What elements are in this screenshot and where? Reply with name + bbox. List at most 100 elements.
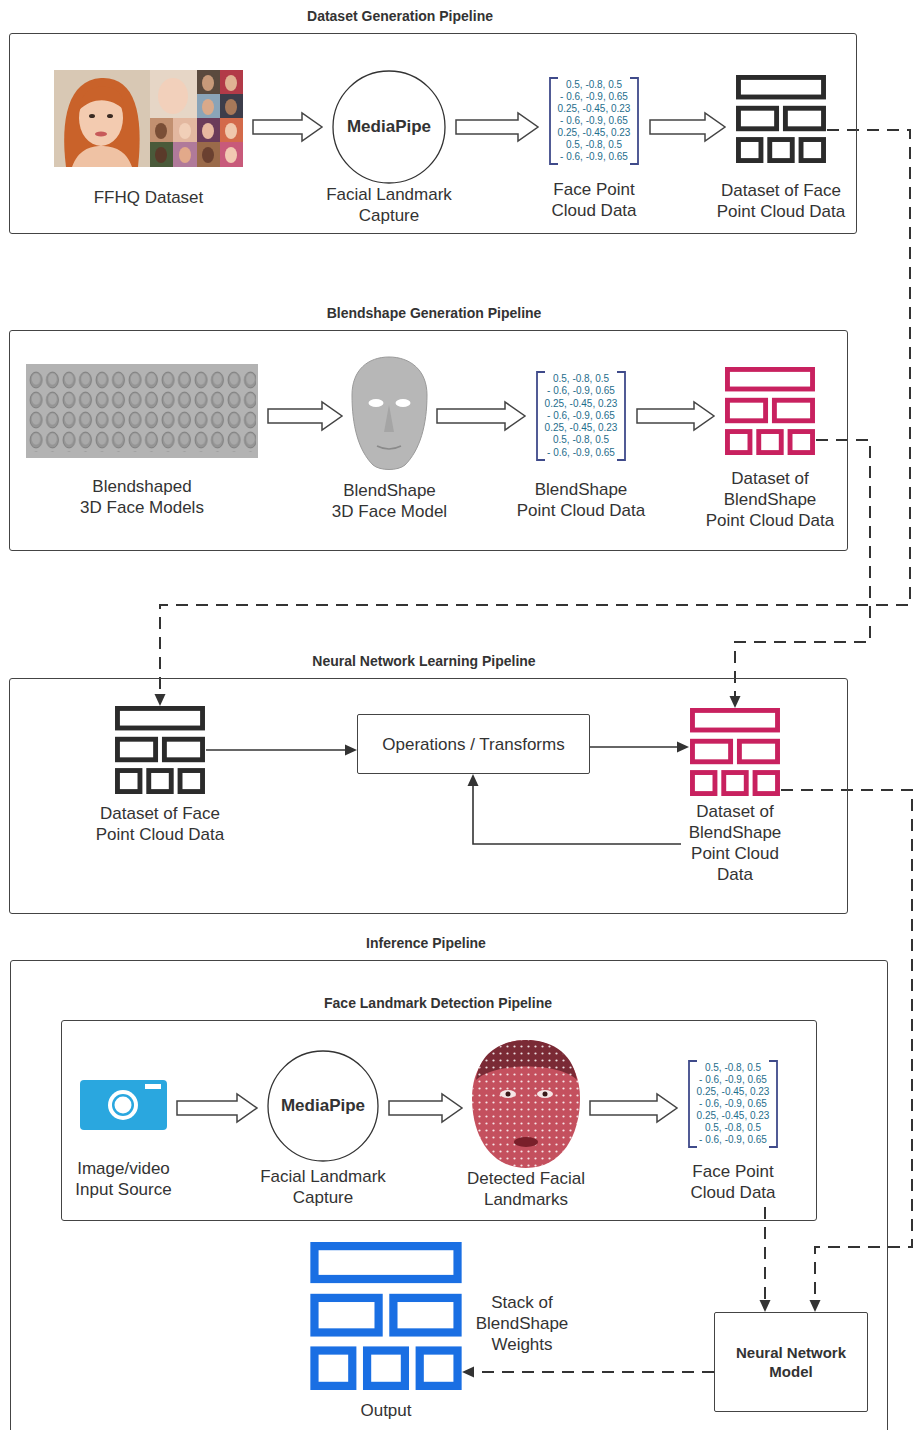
box-text: Operations / Transforms <box>382 734 564 755</box>
ffhq-photos <box>173 118 197 142</box>
pipeline-panel: Face Landmark Detection PipelineImage/vi… <box>61 1020 817 1221</box>
process-box: Neural Network Model <box>714 1312 868 1412</box>
matrix-value: - 0.6, -0.9, 0.65 <box>535 447 627 459</box>
dataset-icon <box>727 369 812 452</box>
ffhq-photos <box>95 132 107 137</box>
node-label: Stack of BlendShape Weights <box>472 1292 572 1355</box>
ffhq-photos <box>220 142 243 167</box>
matrix-value: - 0.6, -0.9, 0.65 <box>548 151 640 163</box>
block-arrow <box>389 1094 462 1122</box>
ffhq-photos <box>64 78 139 167</box>
block-arrow <box>253 113 322 141</box>
pipeline-panel: Inference PipelineFace Landmark Detectio… <box>10 960 888 1430</box>
matrix-rows: 0.5, -0.8, 0.5- 0.6, -0.9, 0.650.25, -0.… <box>548 79 640 163</box>
circle-outline <box>333 71 445 183</box>
matrix-value: 0.5, -0.8, 0.5 <box>548 139 640 151</box>
matrix-value: 0.25, -0.45, 0.23 <box>535 398 627 410</box>
icon-node: Blendshaped 3D Face Models <box>26 364 258 458</box>
icon-node: FFHQ Dataset <box>54 70 243 167</box>
circle-title: MediaPipe <box>347 117 431 137</box>
matrix-value: 0.25, -0.45, 0.23 <box>548 127 640 139</box>
arrowhead <box>468 774 479 786</box>
icon-node: Dataset of BlendShape Point Cloud Data <box>689 708 781 796</box>
ffhq-photos <box>220 118 243 142</box>
connector <box>456 113 538 141</box>
ffhq-photos <box>150 70 197 118</box>
dashed-connector <box>781 790 912 1303</box>
connector <box>253 113 322 141</box>
ffhq-photos <box>179 123 191 139</box>
matrix-value: - 0.6, -0.9, 0.65 <box>548 91 640 103</box>
blendshape-face <box>352 357 427 470</box>
node-label: FFHQ Dataset <box>84 187 214 208</box>
blendshape-face <box>384 405 394 432</box>
panel-heading: Inference Pipeline <box>366 934 486 952</box>
matrix-value: - 0.6, -0.9, 0.65 <box>687 1098 779 1110</box>
block-arrow <box>268 402 342 430</box>
panel-heading: Blendshape Generation Pipeline <box>327 304 542 322</box>
ffhq-photos <box>197 118 220 142</box>
connector <box>437 402 525 430</box>
box-text: Neural Network Model <box>729 1343 853 1381</box>
point-cloud-matrix: 0.5, -0.8, 0.5- 0.6, -0.9, 0.650.25, -0.… <box>548 77 640 165</box>
matrix-rows: 0.5, -0.8, 0.5- 0.6, -0.9, 0.650.25, -0.… <box>535 373 627 459</box>
ffhq-photos <box>107 114 113 118</box>
landmark-face <box>543 1092 548 1097</box>
ffhq-photos <box>54 70 150 167</box>
matrix-rows: 0.5, -0.8, 0.5- 0.6, -0.9, 0.650.25, -0.… <box>687 1062 779 1146</box>
ffhq-photos <box>197 142 220 167</box>
process-box: Operations / Transforms <box>357 714 590 774</box>
connector <box>389 1094 462 1122</box>
block-arrow <box>590 1094 677 1122</box>
pipeline-panel: Dataset Generation PipelineFFHQ DatasetM… <box>9 33 857 234</box>
matrix-value: 0.5, -0.8, 0.5 <box>548 79 640 91</box>
arrowhead <box>462 1367 474 1378</box>
dashed-connector <box>764 1207 766 1303</box>
matrix-value: 0.5, -0.8, 0.5 <box>535 373 627 385</box>
node-label: Face Point Cloud Data <box>534 179 654 221</box>
ffhq-photos <box>150 142 173 167</box>
block-arrow <box>637 402 714 430</box>
landmark-face <box>500 1090 516 1098</box>
ffhq-photos <box>150 118 173 142</box>
ffhq-photos <box>202 123 214 139</box>
ffhq-photos <box>197 70 220 94</box>
arrowhead <box>345 745 357 756</box>
blendshape-face <box>352 357 427 470</box>
ffhq-photos <box>225 99 237 115</box>
ffhq-photos <box>220 70 243 94</box>
pipeline-panel: Neural Network Learning PipelineDataset … <box>9 678 848 914</box>
circle-text: MediaPipe <box>332 70 446 184</box>
matrix-value: - 0.6, -0.9, 0.65 <box>687 1074 779 1086</box>
blendshape-models-image <box>26 364 258 458</box>
landmark-face <box>472 1040 580 1168</box>
connector-line <box>473 783 681 844</box>
matrix-value: 0.25, -0.45, 0.23 <box>687 1110 779 1122</box>
landmark-face <box>537 1090 553 1098</box>
matrix-value: - 0.6, -0.9, 0.65 <box>687 1134 779 1146</box>
matrix-value: 0.5, -0.8, 0.5 <box>687 1122 779 1134</box>
icon-node: Stack of BlendShape WeightsOutput <box>310 1242 462 1390</box>
ffhq-photos <box>155 147 167 163</box>
blendshape-face <box>377 446 401 449</box>
camera-icon <box>80 1080 167 1130</box>
landmark-face <box>514 1137 538 1147</box>
camera-icon <box>108 1090 138 1120</box>
camera-icon <box>112 1094 134 1116</box>
connector <box>155 130 911 706</box>
icon-node: Detected Facial Landmarks <box>472 1040 580 1168</box>
dashed-connector <box>471 1371 714 1373</box>
blendshape-models-image <box>28 370 256 452</box>
dataset-icon <box>738 77 823 160</box>
matrix-bracket <box>769 1061 777 1147</box>
ffhq-photos <box>155 123 167 139</box>
connector <box>206 745 357 756</box>
camera-icon <box>80 1080 167 1130</box>
matrix-value: - 0.6, -0.9, 0.65 <box>535 410 627 422</box>
icon-node: Image/video Input Source <box>80 1080 167 1130</box>
icon-node: Dataset of Face Point Cloud Data <box>114 706 206 794</box>
connector-line <box>590 746 680 748</box>
process-circle: MediaPipeFacial Landmark Capture <box>267 1050 379 1162</box>
matrix-bracket <box>630 78 638 164</box>
ffhq-photos <box>54 70 243 167</box>
